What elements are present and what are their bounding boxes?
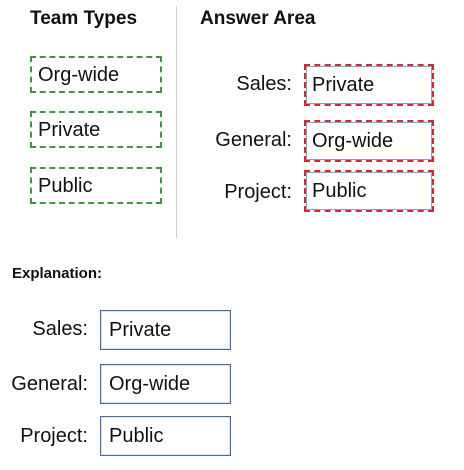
- answer-label-sales: Sales:: [236, 73, 292, 95]
- explanation-value-project: Public: [100, 416, 231, 456]
- panel-divider: [176, 6, 177, 238]
- explanation-label-project: Project:: [20, 425, 88, 447]
- answer-area-heading: Answer Area: [200, 8, 316, 29]
- answer-slot-sales[interactable]: Private: [304, 64, 434, 106]
- option-org-wide[interactable]: Org-wide: [30, 56, 162, 93]
- answer-slot-project[interactable]: Public: [304, 170, 434, 212]
- explanation-label-sales: Sales:: [32, 318, 88, 340]
- answer-label-general: General:: [215, 129, 292, 151]
- answer-slot-general[interactable]: Org-wide: [304, 120, 434, 162]
- explanation-heading: Explanation:: [12, 265, 103, 282]
- explanation-label-general: General:: [11, 373, 88, 395]
- team-types-heading: Team Types: [30, 8, 138, 29]
- option-private[interactable]: Private: [30, 111, 162, 148]
- answer-label-project: Project:: [224, 181, 292, 203]
- option-public[interactable]: Public: [30, 167, 162, 204]
- explanation-value-sales: Private: [100, 310, 231, 350]
- explanation-value-general: Org-wide: [100, 364, 231, 404]
